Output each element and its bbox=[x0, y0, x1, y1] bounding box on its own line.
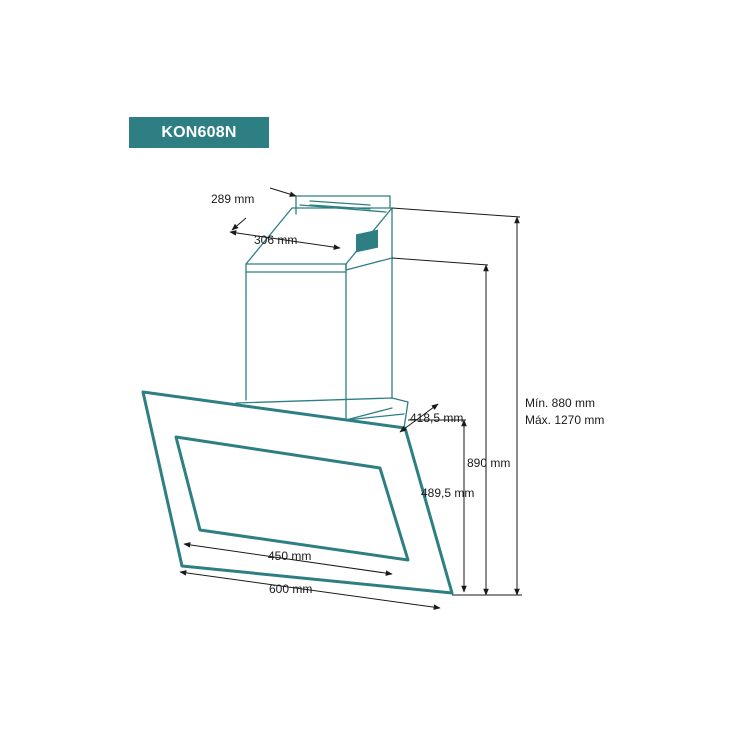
label-450: 450 mm bbox=[268, 549, 311, 563]
dimension-lines bbox=[179, 187, 522, 610]
label-306: 306 mm bbox=[254, 233, 297, 247]
vent-grille bbox=[356, 229, 378, 253]
label-890: 890 mm bbox=[467, 456, 510, 470]
label-min-height: Mín. 880 mm bbox=[525, 396, 595, 410]
label-289: 289 mm bbox=[211, 192, 254, 206]
label-600: 600 mm bbox=[269, 582, 312, 596]
model-label: KON608N bbox=[161, 123, 237, 141]
label-max-height: Máx. 1270 mm bbox=[525, 413, 604, 427]
model-badge: KON608N bbox=[129, 117, 269, 148]
label-418-5: 418,5 mm bbox=[410, 411, 463, 425]
label-489-5: 489,5 mm bbox=[421, 486, 474, 500]
chimney-body bbox=[245, 257, 393, 421]
glass-panel bbox=[141, 390, 454, 595]
